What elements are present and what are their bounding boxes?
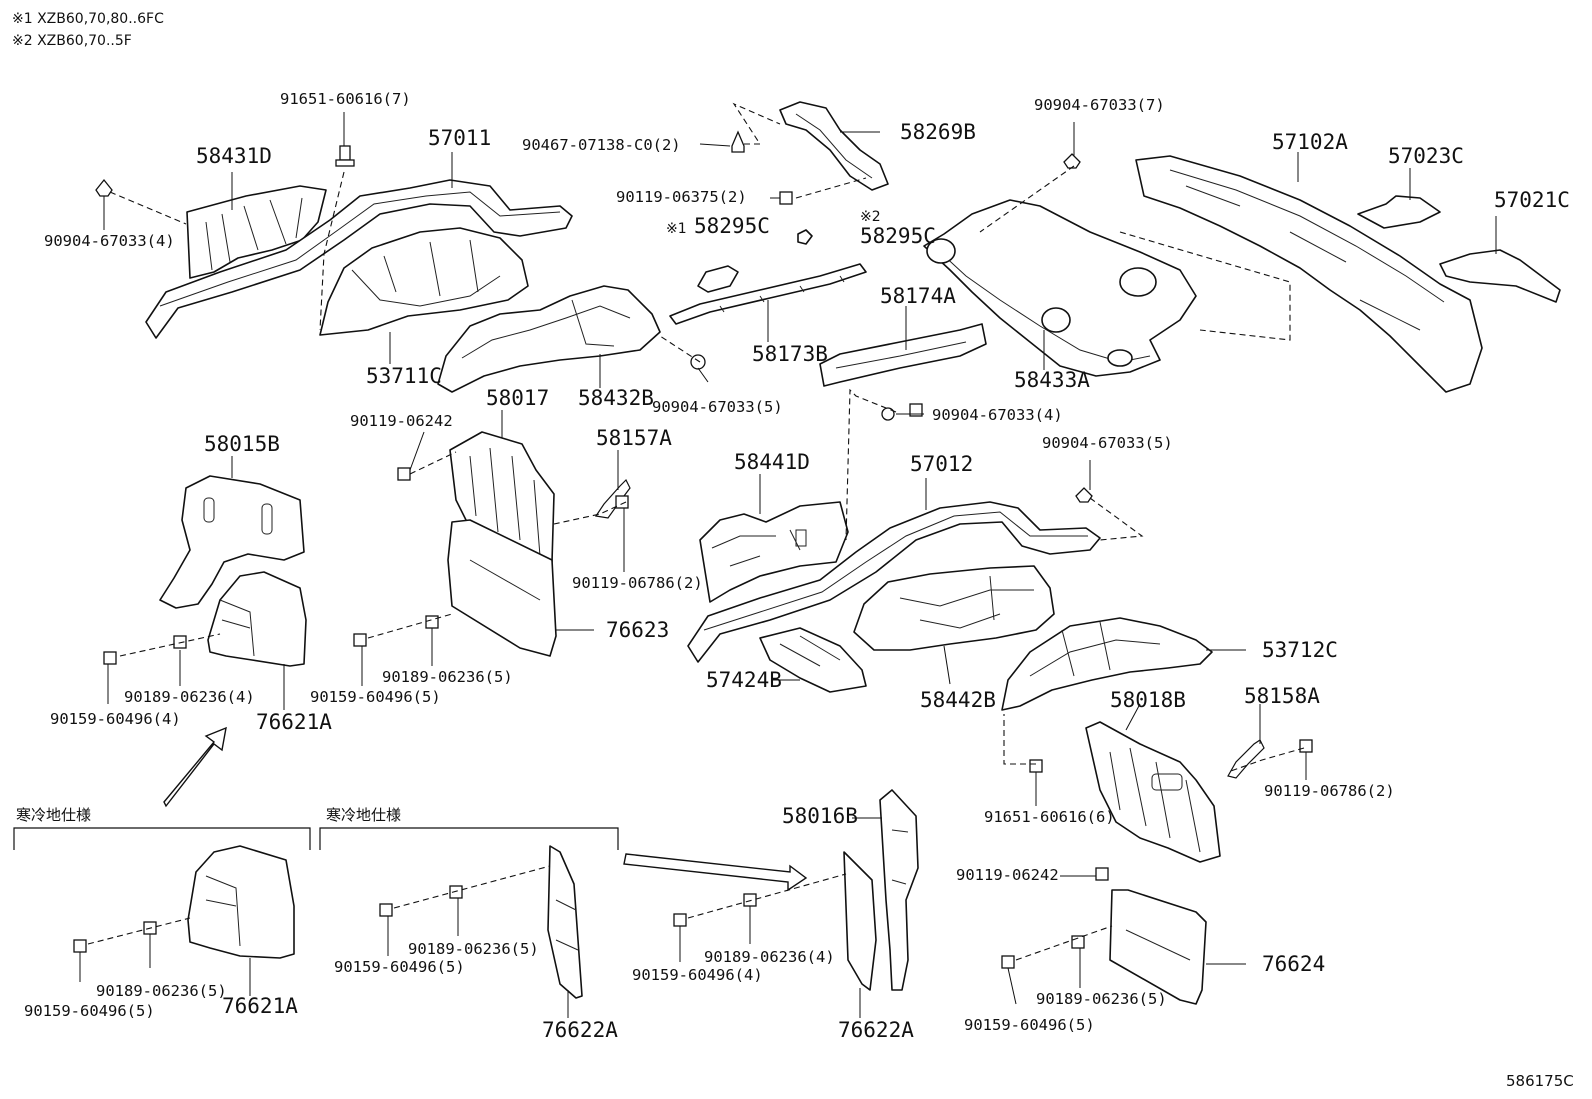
part-label-76623[interactable]: 76623	[606, 618, 670, 642]
part-label-57102a[interactable]: 57102A	[1272, 130, 1348, 154]
part-76621a-upper-shape	[207, 571, 307, 667]
part-58442b-shape	[853, 565, 1055, 651]
fastener-label-90904-67033-4-b[interactable]: 90904-67033(4)	[932, 406, 1063, 424]
part-label-57011[interactable]: 57011	[428, 126, 492, 150]
part-label-57424b[interactable]: 57424B	[706, 668, 782, 692]
fastener-label-90189-06236-5-d[interactable]: 90189-06236(5)	[1036, 990, 1167, 1008]
section-brackets	[13, 827, 619, 850]
fastener-label-90119-06786-2-a[interactable]: 90119-06786(2)	[572, 574, 703, 592]
part-58432b-shape	[437, 285, 661, 393]
flag-note-1: ※1	[666, 221, 687, 237]
part-58295c-right-shape	[797, 229, 813, 245]
catalog-code: 586175C	[1506, 1072, 1574, 1090]
fastener-label-90467-07138-c0-2[interactable]: 90467-07138-C0(2)	[522, 136, 681, 154]
part-58173b-shape	[669, 263, 867, 325]
part-53711c-shape	[319, 227, 529, 336]
part-label-76624[interactable]: 76624	[1262, 952, 1326, 976]
part-58433a-shape	[923, 199, 1197, 377]
part-57102a-shape	[1135, 155, 1483, 393]
part-label-58441d[interactable]: 58441D	[734, 450, 810, 474]
fastener-label-90119-06786-2-b[interactable]: 90119-06786(2)	[1264, 782, 1395, 800]
fastener-label-91651-60616-6[interactable]: 91651-60616(6)	[984, 808, 1115, 826]
part-57023c-shape	[1357, 195, 1441, 229]
part-label-58433a[interactable]: 58433A	[1014, 368, 1090, 392]
part-label-76622a-right[interactable]: 76622A	[838, 1018, 914, 1042]
part-label-57012[interactable]: 57012	[910, 452, 974, 476]
fastener-label-90904-67033-5-b[interactable]: 90904-67033(5)	[1042, 434, 1173, 452]
leader-lines	[79, 112, 1497, 1018]
part-label-76621a-upper[interactable]: 76621A	[256, 710, 332, 734]
part-label-57021c[interactable]: 57021C	[1494, 188, 1570, 212]
fastener-label-90159-60496-5-c[interactable]: 90159-60496(5)	[334, 958, 465, 976]
part-label-76622a-left[interactable]: 76622A	[542, 1018, 618, 1042]
fastener-label-90904-67033-4-a[interactable]: 90904-67033(4)	[44, 232, 175, 250]
part-58295c-left-shape	[697, 265, 739, 293]
fastener-label-90904-67033-5-a[interactable]: 90904-67033(5)	[652, 398, 783, 416]
fastener-label-90119-06242-a[interactable]: 90119-06242	[350, 412, 453, 430]
part-label-53712c[interactable]: 53712C	[1262, 638, 1338, 662]
part-label-58431d[interactable]: 58431D	[196, 144, 272, 168]
part-label-57023c[interactable]: 57023C	[1388, 144, 1464, 168]
direction-arrows	[163, 726, 808, 892]
dashed-assembly-lines	[87, 102, 1305, 961]
part-label-58018b[interactable]: 58018B	[1110, 688, 1186, 712]
fastener-label-90189-06236-5-a[interactable]: 90189-06236(5)	[382, 668, 513, 686]
fastener-label-90159-60496-4-b[interactable]: 90159-60496(4)	[632, 966, 763, 984]
part-57012-shape	[687, 501, 1101, 663]
fastener-label-90159-60496-4-a[interactable]: 90159-60496(4)	[50, 710, 181, 728]
part-58441d-shape	[699, 501, 849, 603]
note-1: ※1 XZB60,70,80..6FC	[12, 11, 164, 27]
part-76622a-left-shape	[547, 845, 583, 999]
part-label-58295c-a[interactable]: 58295C	[694, 214, 770, 238]
part-label-58173b[interactable]: 58173B	[752, 342, 828, 366]
fastener-label-90119-06375-2[interactable]: 90119-06375(2)	[616, 188, 747, 206]
part-label-58017[interactable]: 58017	[486, 386, 550, 410]
fastener-label-90189-06236-4-a[interactable]: 90189-06236(4)	[124, 688, 255, 706]
flag-note-2: ※2	[860, 209, 881, 225]
part-58016b-shape	[879, 789, 919, 991]
part-76623-shape	[447, 519, 557, 657]
part-label-53711c[interactable]: 53711C	[366, 364, 442, 388]
part-58018b-shape	[1085, 721, 1221, 863]
section-cold-region-right: 寒冷地仕様	[326, 806, 402, 824]
part-label-58432b[interactable]: 58432B	[578, 386, 654, 410]
part-58015b-shape	[159, 475, 305, 609]
part-label-58269b[interactable]: 58269B	[900, 120, 976, 144]
fastener-label-90159-60496-5-a[interactable]: 90159-60496(5)	[310, 688, 441, 706]
fastener-label-90159-60496-5-b[interactable]: 90159-60496(5)	[24, 1002, 155, 1020]
fastener-label-90189-06236-5-c[interactable]: 90189-06236(5)	[408, 940, 539, 958]
part-label-58174a[interactable]: 58174A	[880, 284, 956, 308]
fastener-label-90189-06236-5-b[interactable]: 90189-06236(5)	[96, 982, 227, 1000]
part-57011-shape	[145, 179, 573, 339]
part-label-58016b[interactable]: 58016B	[782, 804, 858, 828]
section-cold-region-left: 寒冷地仕様	[16, 806, 92, 824]
part-53712c-shape	[1001, 617, 1213, 711]
note-2: ※2 XZB60,70..5F	[12, 33, 132, 49]
part-label-76621a-lower[interactable]: 76621A	[222, 994, 298, 1018]
part-76622a-right-shape	[843, 851, 877, 991]
part-label-58442b[interactable]: 58442B	[920, 688, 996, 712]
fastener-label-90119-06242-b[interactable]: 90119-06242	[956, 866, 1059, 884]
fastener-label-90159-60496-5-d[interactable]: 90159-60496(5)	[964, 1016, 1095, 1034]
part-label-58015b[interactable]: 58015B	[204, 432, 280, 456]
part-label-58295c-b[interactable]: 58295C	[860, 224, 936, 248]
part-label-58157a[interactable]: 58157A	[596, 426, 672, 450]
part-label-58158a[interactable]: 58158A	[1244, 684, 1320, 708]
fastener-label-90904-67033-7[interactable]: 90904-67033(7)	[1034, 96, 1165, 114]
part-57424b-shape	[759, 627, 867, 693]
fastener-label-90189-06236-4-b[interactable]: 90189-06236(4)	[704, 948, 835, 966]
part-76621a-lower-shape	[187, 845, 295, 959]
part-76624-shape	[1109, 889, 1207, 1005]
part-57021c-shape	[1439, 249, 1561, 303]
fastener-label-91651-60616-7[interactable]: 91651-60616(7)	[280, 90, 411, 108]
